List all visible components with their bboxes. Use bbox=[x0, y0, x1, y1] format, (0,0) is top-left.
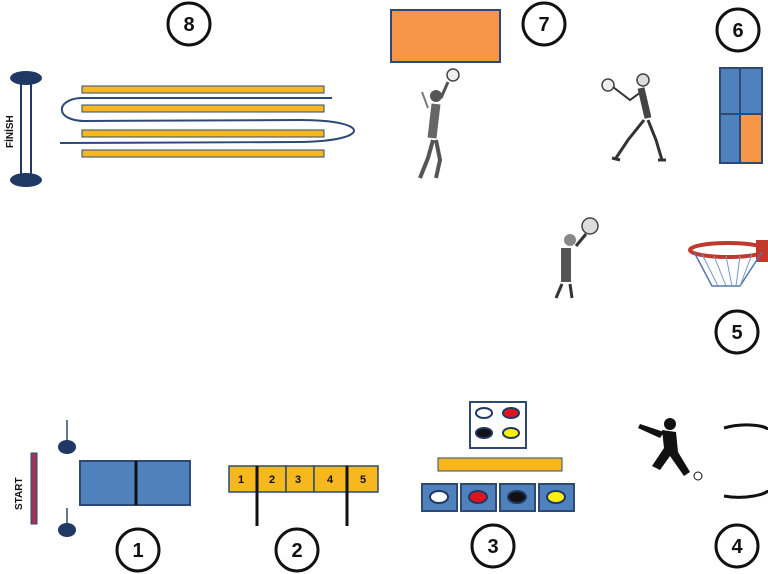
station-4-marker: 4 bbox=[716, 525, 758, 567]
finish-label: FİNİSH bbox=[3, 115, 16, 148]
numbered-hurdle: 1 2 3 4 5 bbox=[229, 466, 378, 526]
basketball-hoop bbox=[690, 240, 768, 286]
station-6-number: 6 bbox=[732, 20, 743, 42]
station-7-marker: 7 bbox=[523, 3, 565, 45]
station-1-number: 1 bbox=[132, 540, 143, 562]
target-board bbox=[720, 68, 762, 163]
wall-target bbox=[391, 10, 500, 62]
hurdle-number-3: 3 bbox=[295, 474, 301, 486]
station-6-marker: 6 bbox=[717, 9, 759, 51]
station-4-number: 4 bbox=[731, 536, 743, 558]
station-7-number: 7 bbox=[538, 14, 549, 36]
hurdle-number-1: 1 bbox=[238, 474, 244, 486]
disc-station-bar bbox=[438, 458, 562, 471]
tumbling-mat bbox=[80, 461, 190, 505]
start-line bbox=[31, 453, 37, 524]
station-3-marker: 3 bbox=[472, 525, 514, 567]
station-8-number: 8 bbox=[183, 14, 194, 36]
station-2-number: 2 bbox=[291, 540, 302, 562]
soccer-kicker-silhouette bbox=[638, 418, 702, 480]
disc-row bbox=[422, 484, 574, 511]
hurdle-number-5: 5 bbox=[360, 474, 366, 486]
start-label: START bbox=[14, 477, 25, 510]
goal-arc-line bbox=[724, 425, 768, 497]
hurdle-number-4: 4 bbox=[327, 474, 334, 486]
station-5-number: 5 bbox=[731, 322, 742, 344]
hurdle-number-2: 2 bbox=[269, 474, 275, 486]
overhead-throw-athlete-figure bbox=[420, 69, 459, 178]
station-8-marker: 8 bbox=[168, 3, 210, 45]
station-3-number: 3 bbox=[487, 536, 498, 558]
station-5-marker: 5 bbox=[716, 311, 758, 353]
chest-pass-athlete-figure bbox=[602, 74, 666, 160]
disc-reference-card bbox=[470, 402, 526, 448]
start-cones bbox=[58, 420, 76, 537]
station-1-marker: 1 bbox=[117, 529, 159, 571]
basketball-shooter-figure bbox=[556, 218, 598, 298]
station-2-marker: 2 bbox=[276, 529, 318, 571]
